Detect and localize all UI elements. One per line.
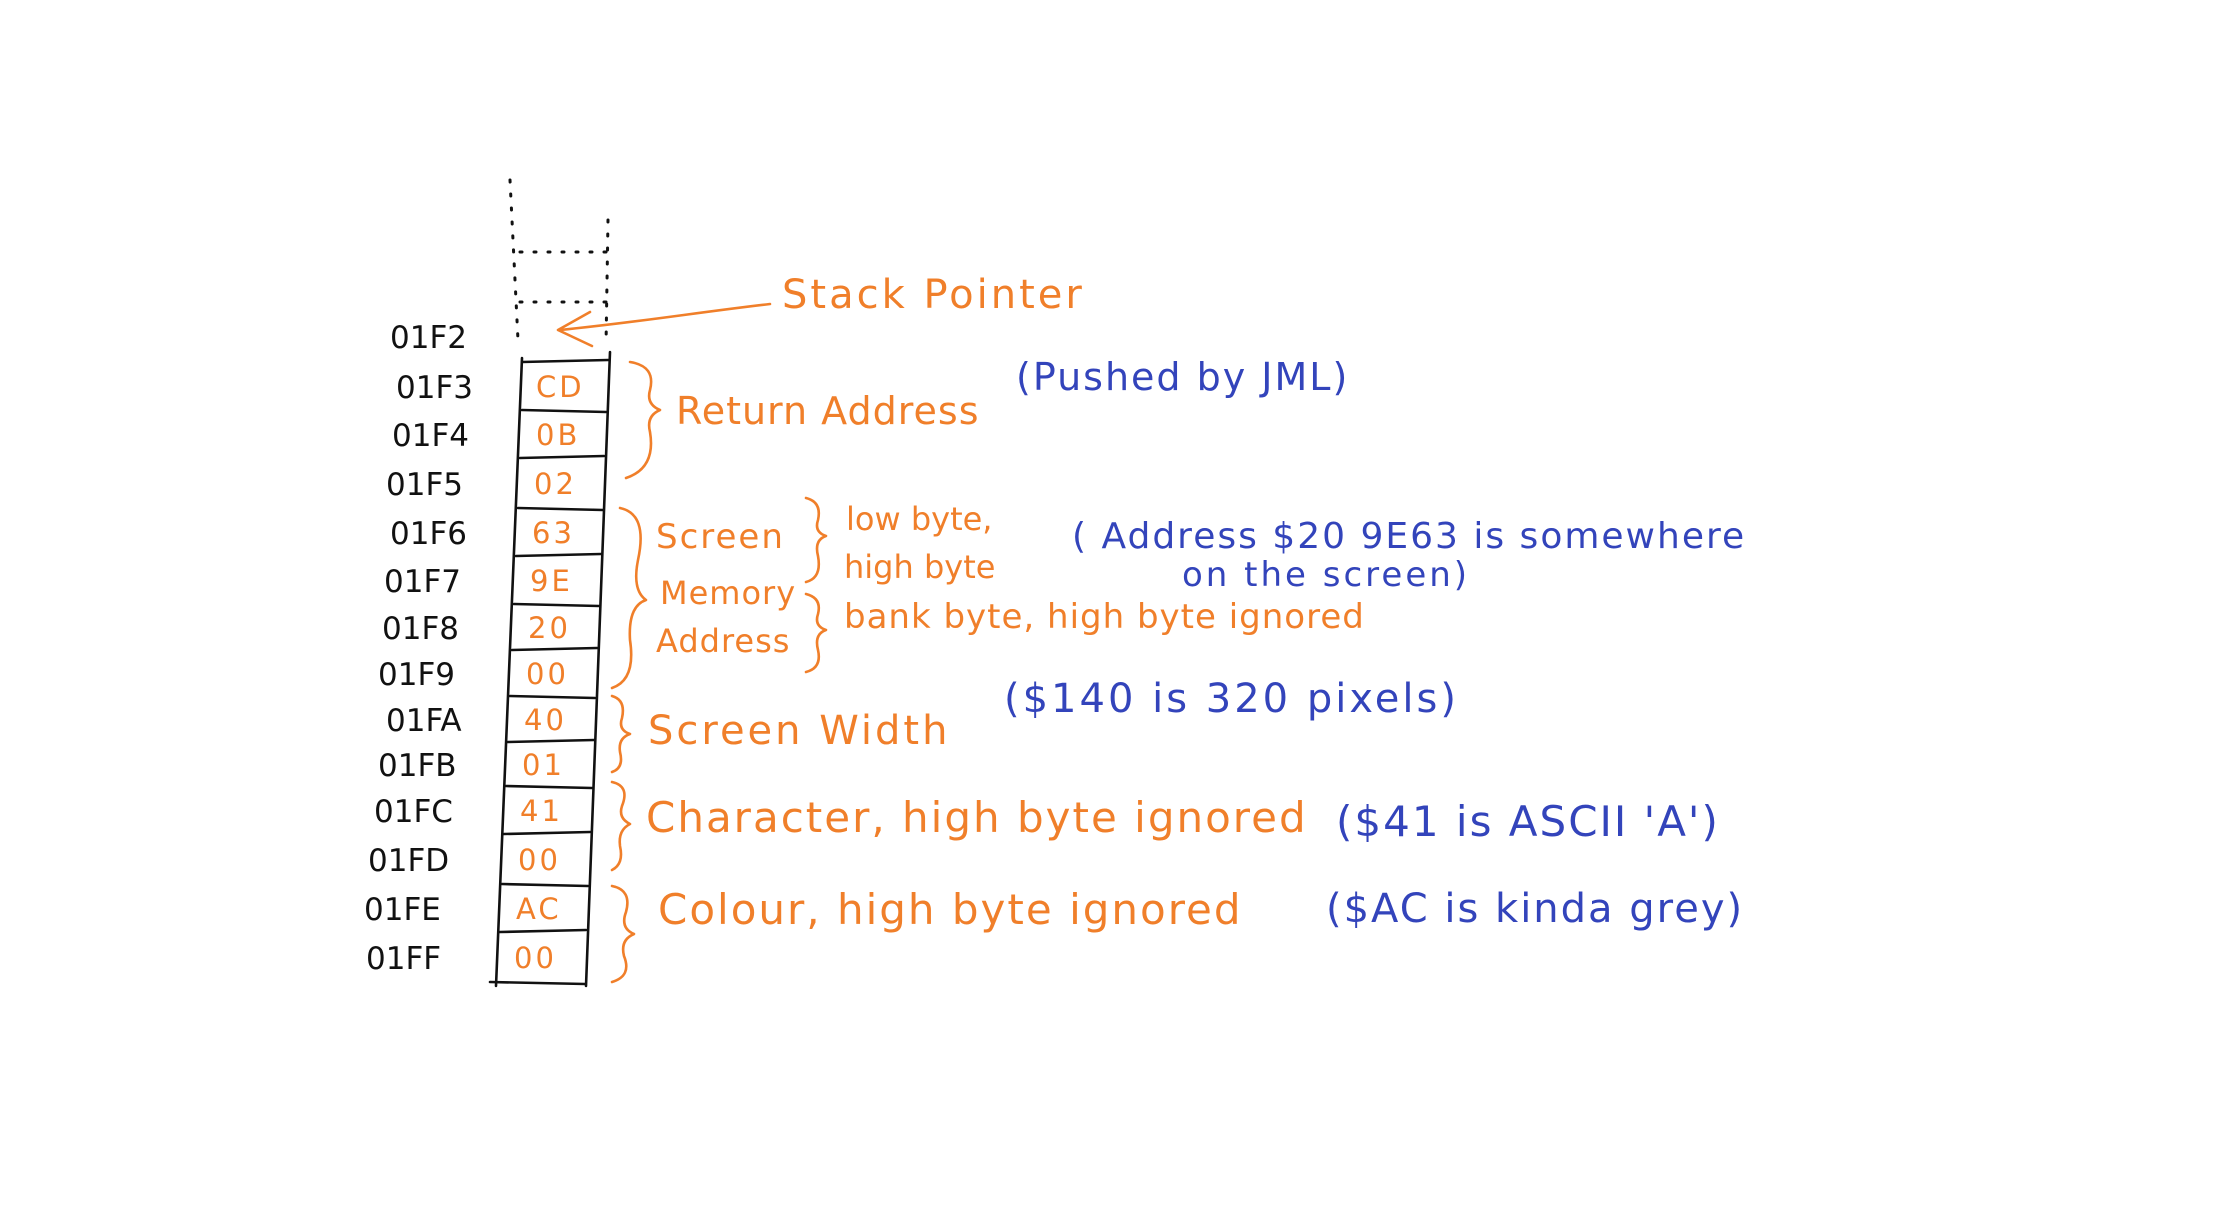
stack-cell-value: 00 [518,843,561,877]
colour-label: Colour, high byte ignored [658,885,1243,934]
stack-cell-value: CD [536,370,585,404]
braces [610,360,828,984]
address-label: 01FB [378,748,457,784]
stack-left-edge [494,356,524,988]
bank-byte-label: bank byte, high byte ignored [844,597,1365,637]
address-label: 01F5 [386,467,463,503]
stack-memory-column [488,350,612,988]
stack-cell-value: 41 [520,794,563,828]
address-label-top: 01F2 [390,320,467,356]
stack-cell-value: 01 [522,748,565,782]
screen-width-note: ($140 is 320 pixels) [1004,676,1459,722]
address-label: 01FA [386,703,462,739]
character-label: Character, high byte ignored [646,793,1308,842]
stack-cell-value: 02 [534,467,577,501]
stack-row-divider [506,738,596,744]
brace-character [610,780,632,872]
stack-cell-value: 00 [514,941,557,975]
stack-cell-value: 20 [528,611,571,645]
stack-row-divider [498,928,588,934]
stack-cell-value: 00 [526,657,569,691]
screen-width-label: Screen Width [648,708,950,754]
address-label: 01F4 [392,418,469,454]
return-address-note: (Pushed by JML) [1016,355,1349,399]
stack-row-divider [502,830,592,836]
screen-address-note-line2: on the screen) [1182,555,1470,595]
stack-row-divider [520,358,610,364]
stack-row-divider [518,454,606,460]
stack-row-divider [508,694,597,700]
address-label: 01FF [366,941,441,977]
address-label: 01F8 [382,611,459,647]
stack-cell-value: 40 [524,703,567,737]
stack-row-divider [488,980,587,986]
stack-unused-dotted-region [508,178,610,347]
stack-right-edge [584,350,612,988]
screen-memory-address-label-line3: Address [656,622,790,660]
return-address-label: Return Address [676,389,980,433]
address-label: 01FD [368,843,449,879]
brace-screen-width [610,694,632,774]
address-label: 01F6 [390,516,467,552]
stack-row-divider [520,408,608,414]
brace-colour [610,884,636,984]
screen-address-note-line1: ( Address $20 9E63 is somewhere [1072,516,1746,557]
stack-row-divider [510,646,599,652]
stack-pointer-label: Stack Pointer [782,272,1085,318]
stack-cell-value: 9E [530,564,573,598]
stack-row-divider [504,784,594,790]
address-label: 01F9 [378,657,455,693]
stack-row-divider [512,602,601,608]
address-label: 01FE [364,892,441,928]
stack-pointer-arrow [556,302,772,348]
stack-row-divider [500,882,590,888]
brace-bank [804,592,828,674]
low-byte-label: low byte, [846,500,992,538]
screen-memory-address-label-line1: Screen [656,517,785,557]
stack-cell-value: 0B [536,418,580,452]
address-label: 01F3 [396,370,473,406]
brace-screen-memory-address [610,506,648,690]
address-labels: 01F3 01F4 01F5 01F6 01F7 01F8 01F9 01FA 01FB 01FC… [364,370,473,977]
address-label: 01FC [374,794,453,830]
stack-cell-value: 63 [532,516,575,550]
brace-return-address [624,360,662,480]
character-note: ($41 is ASCII 'A') [1336,797,1720,846]
stack-row-divider [514,552,603,558]
colour-note: ($AC is kinda grey) [1326,886,1744,932]
brace-low-high [804,496,828,584]
screen-memory-address-label-line2: Memory [660,574,796,612]
stack-row-divider [516,506,605,512]
stack-cell-value: AC [516,892,562,926]
address-label: 01F7 [384,564,461,600]
high-byte-label: high byte [844,548,995,586]
